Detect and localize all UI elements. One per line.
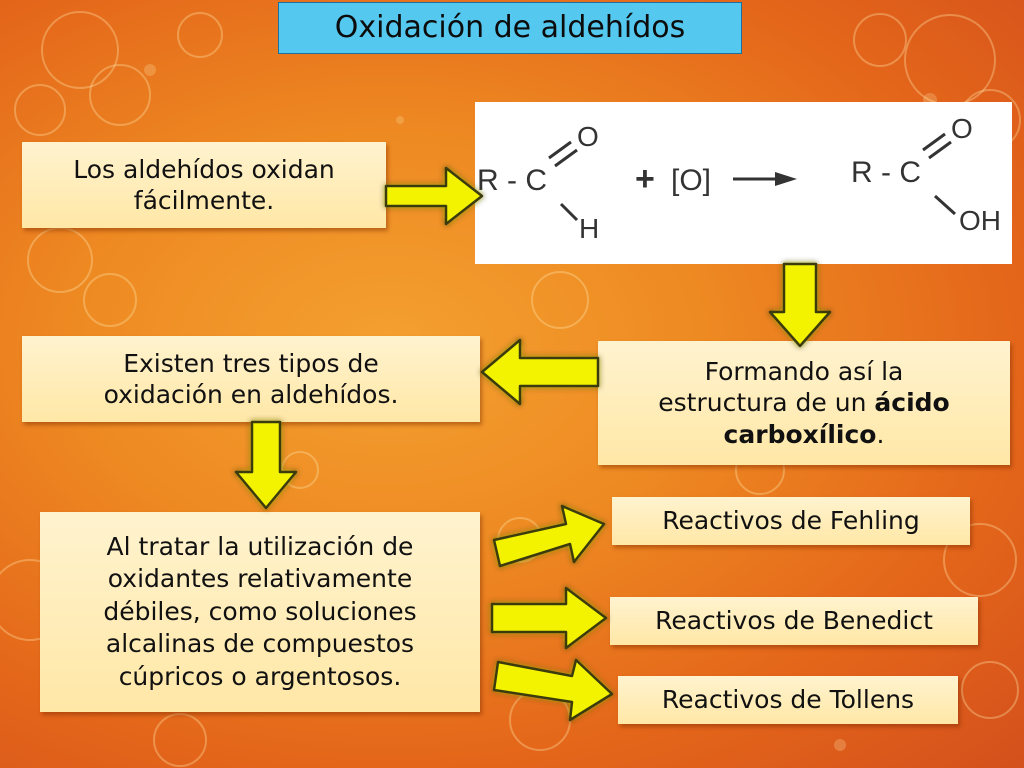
title-text: Oxidación de aldehídos — [334, 10, 686, 46]
box1-line1: Los aldehídos oxidan — [73, 154, 335, 184]
oxidant-label: [O] — [671, 164, 711, 197]
plus-sign: + — [635, 160, 655, 198]
double-bond-line-2 — [554, 148, 578, 168]
box4-line1: Al tratar la utilización de — [106, 531, 414, 561]
product-hydroxyl: OH — [959, 205, 1001, 236]
product-oxygen: O — [951, 113, 973, 144]
box3-line1: Formando así la — [704, 357, 904, 387]
reactant-hydrogen: H — [579, 213, 599, 244]
statement-text: Existen tres tipos de oxidación en aldeh… — [104, 348, 399, 411]
statement-box-aldehydes-oxidize: Los aldehídos oxidan fácilmente. — [22, 142, 386, 228]
box4-line3: débiles, como soluciones — [103, 596, 417, 626]
box1-line2: fácilmente. — [133, 186, 275, 215]
reaction-arrow-head — [775, 172, 797, 186]
reactant-oxygen: O — [577, 121, 599, 152]
single-bond-h — [559, 202, 579, 222]
product-double-bond-2 — [928, 140, 952, 160]
product-r-group: R - C — [851, 156, 921, 189]
box4-line4: alcalinas de compuestos — [105, 629, 415, 659]
reagent-box-tollens: Reactivos de Tollens — [618, 676, 958, 724]
box3-line3-bold: carboxílico — [723, 419, 877, 449]
reaction-equation: R - C O H + [O] R - C O OH — [477, 113, 1001, 244]
page-title: Oxidación de aldehídos — [278, 2, 742, 54]
statement-text: Al tratar la utilización de oxidantes re… — [103, 531, 416, 694]
box3-line3-end: . — [876, 419, 885, 449]
box3-line3: carboxílico. — [658, 419, 949, 450]
statement-box-weak-oxidants: Al tratar la utilización de oxidantes re… — [40, 512, 480, 712]
double-bond-line-1 — [548, 140, 572, 160]
reagent-label-fehling: Reactivos de Fehling — [662, 506, 920, 536]
product-single-bond-oh — [933, 194, 957, 216]
statement-box-three-types: Existen tres tipos de oxidación en aldeh… — [22, 336, 480, 422]
statement-text: Los aldehídos oxidan fácilmente. — [73, 154, 335, 217]
box3-line2-bold: ácido — [874, 388, 950, 418]
reagent-box-benedict: Reactivos de Benedict — [610, 597, 978, 645]
reagent-label-benedict: Reactivos de Benedict — [655, 606, 933, 636]
oxidation-reaction-panel: R - C O H + [O] R - C O OH — [475, 102, 1012, 264]
statement-text: Formando así la estructura de un ácido c… — [658, 356, 949, 450]
box3-line2-plain: estructura de un — [658, 388, 875, 418]
reagent-box-fehling: Reactivos de Fehling — [612, 497, 970, 545]
box4-line5: cúpricos o argentosos. — [118, 661, 402, 691]
box2-line1: Existen tres tipos de — [123, 348, 379, 378]
box3-line2: estructura de un ácido — [658, 387, 949, 418]
product-double-bond-1 — [922, 132, 946, 152]
reactant-r-group: R - C — [477, 164, 547, 197]
reagent-label-tollens: Reactivos de Tollens — [661, 685, 915, 715]
statement-box-carboxylic-acid: Formando así la estructura de un ácido c… — [598, 341, 1010, 465]
box4-line2: oxidantes relativamente — [107, 564, 413, 594]
box2-line2: oxidación en aldehídos. — [103, 380, 399, 409]
